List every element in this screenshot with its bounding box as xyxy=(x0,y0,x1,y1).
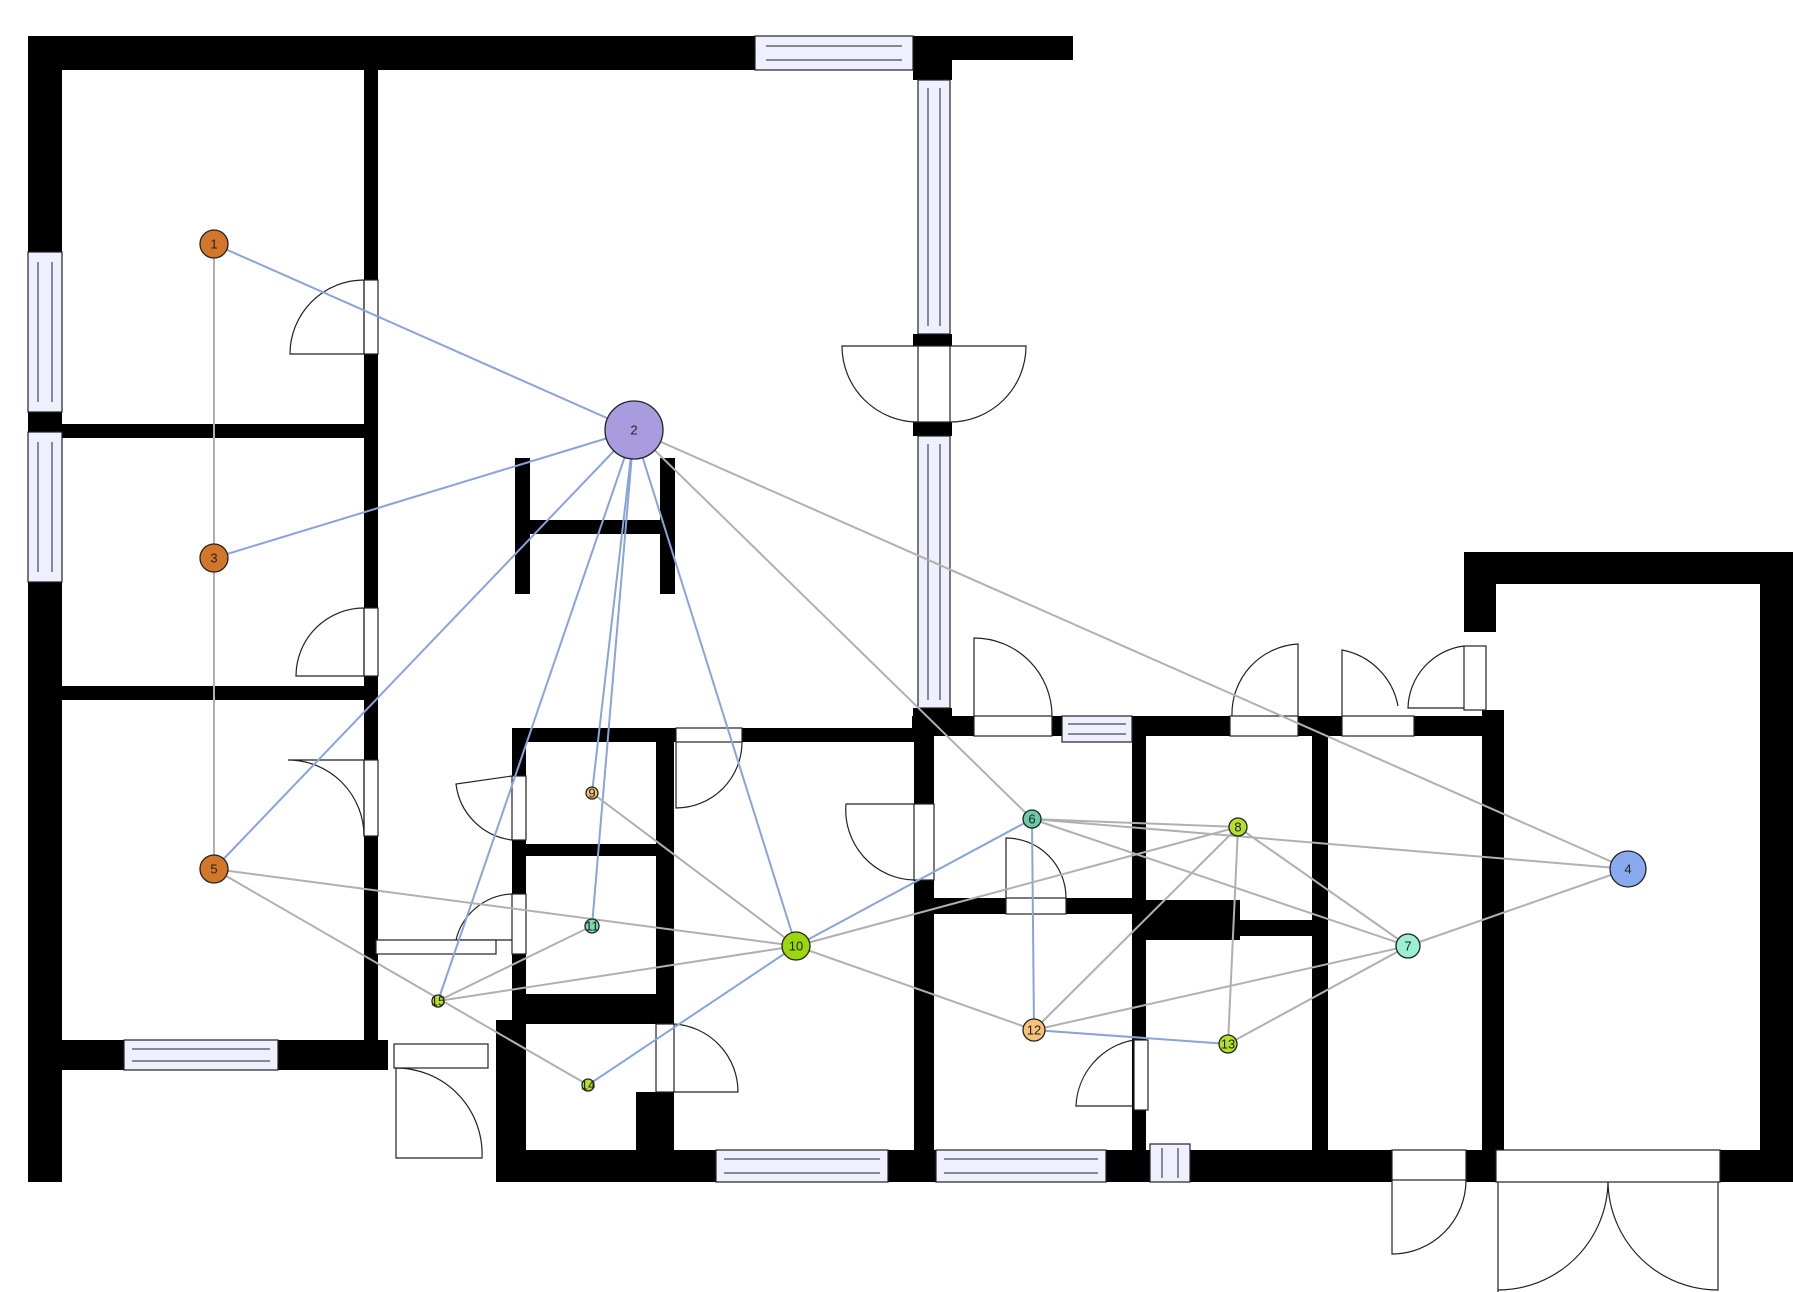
edge-1-2 xyxy=(213,243,635,431)
edge-12-13 xyxy=(1033,1029,1229,1045)
edge-3-2 xyxy=(213,429,635,559)
graph-edges xyxy=(213,243,1629,1086)
node-12: 12 xyxy=(1022,1018,1046,1042)
edge-2-4 xyxy=(633,429,1629,870)
node-15: 15 xyxy=(431,994,445,1009)
edge-5-10 xyxy=(213,868,797,947)
node-label-8: 8 xyxy=(1234,820,1241,835)
node-circle-2 xyxy=(604,400,664,460)
edge-9-10 xyxy=(591,792,797,947)
node-label-12: 12 xyxy=(1027,1023,1041,1038)
edge-5-2 xyxy=(213,429,635,870)
edge-6-12 xyxy=(1031,818,1035,1031)
node-2: 2 xyxy=(604,400,664,460)
node-label-7: 7 xyxy=(1404,939,1411,954)
node-label-5: 5 xyxy=(210,862,217,877)
node-circle-3 xyxy=(199,543,229,573)
node-7: 7 xyxy=(1395,933,1421,959)
node-label-10: 10 xyxy=(789,939,803,954)
edge-5-14 xyxy=(213,868,589,1086)
node-circle-5 xyxy=(199,854,229,884)
node-13: 13 xyxy=(1218,1034,1238,1054)
node-label-4: 4 xyxy=(1624,862,1631,877)
node-circle-11 xyxy=(584,918,600,934)
edge-10-2 xyxy=(633,429,797,947)
node-circle-10 xyxy=(781,931,811,961)
node-label-9: 9 xyxy=(588,786,595,801)
edge-8-10 xyxy=(795,826,1239,947)
edge-15-11 xyxy=(437,925,593,1002)
windows xyxy=(27,35,1191,1183)
edge-14-10 xyxy=(587,945,797,1086)
edge-8-12 xyxy=(1033,826,1239,1031)
node-6: 6 xyxy=(1022,809,1042,829)
node-label-11: 11 xyxy=(585,919,599,934)
edge-10-12 xyxy=(795,945,1035,1031)
node-4: 4 xyxy=(1609,850,1647,888)
edge-9-2 xyxy=(591,429,635,794)
edge-7-4 xyxy=(1407,868,1629,947)
node-9: 9 xyxy=(585,786,599,801)
node-circle-9 xyxy=(585,786,599,800)
edge-15-2 xyxy=(437,429,635,1002)
node-11: 11 xyxy=(584,918,600,934)
walls xyxy=(28,36,1793,1182)
node-3: 3 xyxy=(199,543,229,573)
edge-6-10 xyxy=(795,818,1033,947)
node-10: 10 xyxy=(781,931,811,961)
node-circle-12 xyxy=(1022,1018,1046,1042)
node-circle-6 xyxy=(1022,809,1042,829)
edge-6-8 xyxy=(1031,818,1239,828)
edge-6-4 xyxy=(1031,818,1629,870)
node-circle-14 xyxy=(581,1078,595,1092)
node-label-6: 6 xyxy=(1028,812,1035,827)
node-label-14: 14 xyxy=(581,1078,595,1093)
node-1: 1 xyxy=(199,229,229,259)
edge-8-13 xyxy=(1227,826,1239,1045)
node-circle-1 xyxy=(199,229,229,259)
edge-13-7 xyxy=(1227,945,1409,1045)
node-circle-13 xyxy=(1218,1034,1238,1054)
edge-8-7 xyxy=(1237,826,1409,947)
node-8: 8 xyxy=(1228,817,1248,837)
node-circle-7 xyxy=(1395,933,1421,959)
node-circle-15 xyxy=(431,994,445,1008)
node-14: 14 xyxy=(581,1078,595,1093)
node-circle-4 xyxy=(1609,850,1647,888)
node-circle-8 xyxy=(1228,817,1248,837)
node-label-13: 13 xyxy=(1221,1037,1235,1052)
edge-11-2 xyxy=(591,429,635,927)
edge-6-7 xyxy=(1031,818,1409,947)
edge-15-10 xyxy=(437,945,797,1002)
doors xyxy=(287,279,1721,1292)
node-label-3: 3 xyxy=(210,551,217,566)
node-label-15: 15 xyxy=(431,994,445,1009)
node-5: 5 xyxy=(199,854,229,884)
node-label-1: 1 xyxy=(210,237,217,252)
node-label-2: 2 xyxy=(630,423,637,438)
edge-2-6 xyxy=(633,429,1033,820)
edge-12-7 xyxy=(1033,945,1409,1031)
